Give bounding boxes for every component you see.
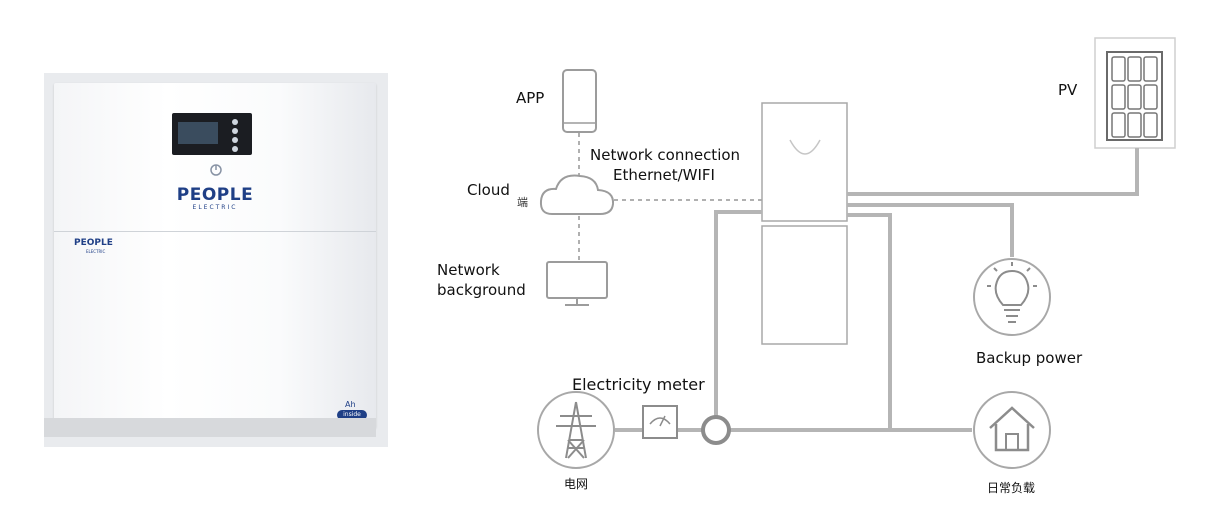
pv-label: PV	[1058, 81, 1078, 99]
panel-divider	[54, 231, 376, 232]
badge-inside-text: inside	[337, 410, 367, 420]
cloud-cjk-label: 端	[517, 196, 528, 209]
brand-logo-small: PEOPLE	[74, 238, 113, 248]
network-connection-type-label: Ethernet/WIFI	[613, 166, 715, 184]
cloud-icon	[539, 174, 615, 215]
backup-wire	[847, 203, 1014, 257]
power-wires	[615, 148, 1139, 432]
lcd-screen	[178, 122, 218, 144]
electricity-meter-icon	[642, 405, 678, 439]
backup-power-label: Backup power	[976, 349, 1083, 367]
grid-label: 电网	[564, 477, 589, 491]
app-label: APP	[516, 89, 545, 107]
battery-icon	[761, 225, 848, 345]
badge-ah-text: Ah	[345, 400, 356, 409]
network-background-label-line2: background	[437, 281, 526, 299]
grid-wire	[714, 210, 762, 418]
daily-load-label: 日常负载	[987, 481, 1036, 495]
panel-button	[232, 119, 238, 125]
pv-wire	[847, 148, 1139, 196]
network-background-label-line1: Network	[437, 261, 500, 279]
electricity-meter-label: Electricity meter	[572, 375, 705, 394]
ah-inside-badge: Ah inside	[337, 400, 367, 422]
monitor-icon	[546, 261, 608, 306]
grid-tower-icon	[537, 391, 615, 469]
brand-logo-sub: ELECTRIC	[192, 204, 238, 211]
brand-logo: PEOPLE	[176, 185, 254, 205]
panel-button	[232, 137, 238, 143]
house-icon	[973, 391, 1051, 469]
load-wire	[847, 213, 892, 430]
current-sensor-icon	[701, 415, 731, 445]
pv-panel-icon	[1094, 37, 1176, 149]
display-panel	[172, 113, 252, 155]
power-icon	[210, 164, 222, 176]
panel-button	[232, 128, 238, 134]
phone-icon	[562, 69, 597, 133]
battery-unit: PEOPLE ELECTRIC PEOPLE ELECTRIC Ah insid…	[54, 83, 376, 428]
panel-button	[232, 146, 238, 152]
brand-logo-small-sub: ELECTRIC	[86, 249, 106, 254]
network-connection-label: Network connection	[590, 146, 741, 164]
light-bulb-icon	[973, 258, 1051, 336]
inverter-icon	[761, 102, 848, 222]
unit-base	[44, 418, 376, 437]
product-photo: PEOPLE ELECTRIC PEOPLE ELECTRIC Ah insid…	[44, 73, 388, 447]
cloud-label: Cloud	[467, 181, 510, 199]
